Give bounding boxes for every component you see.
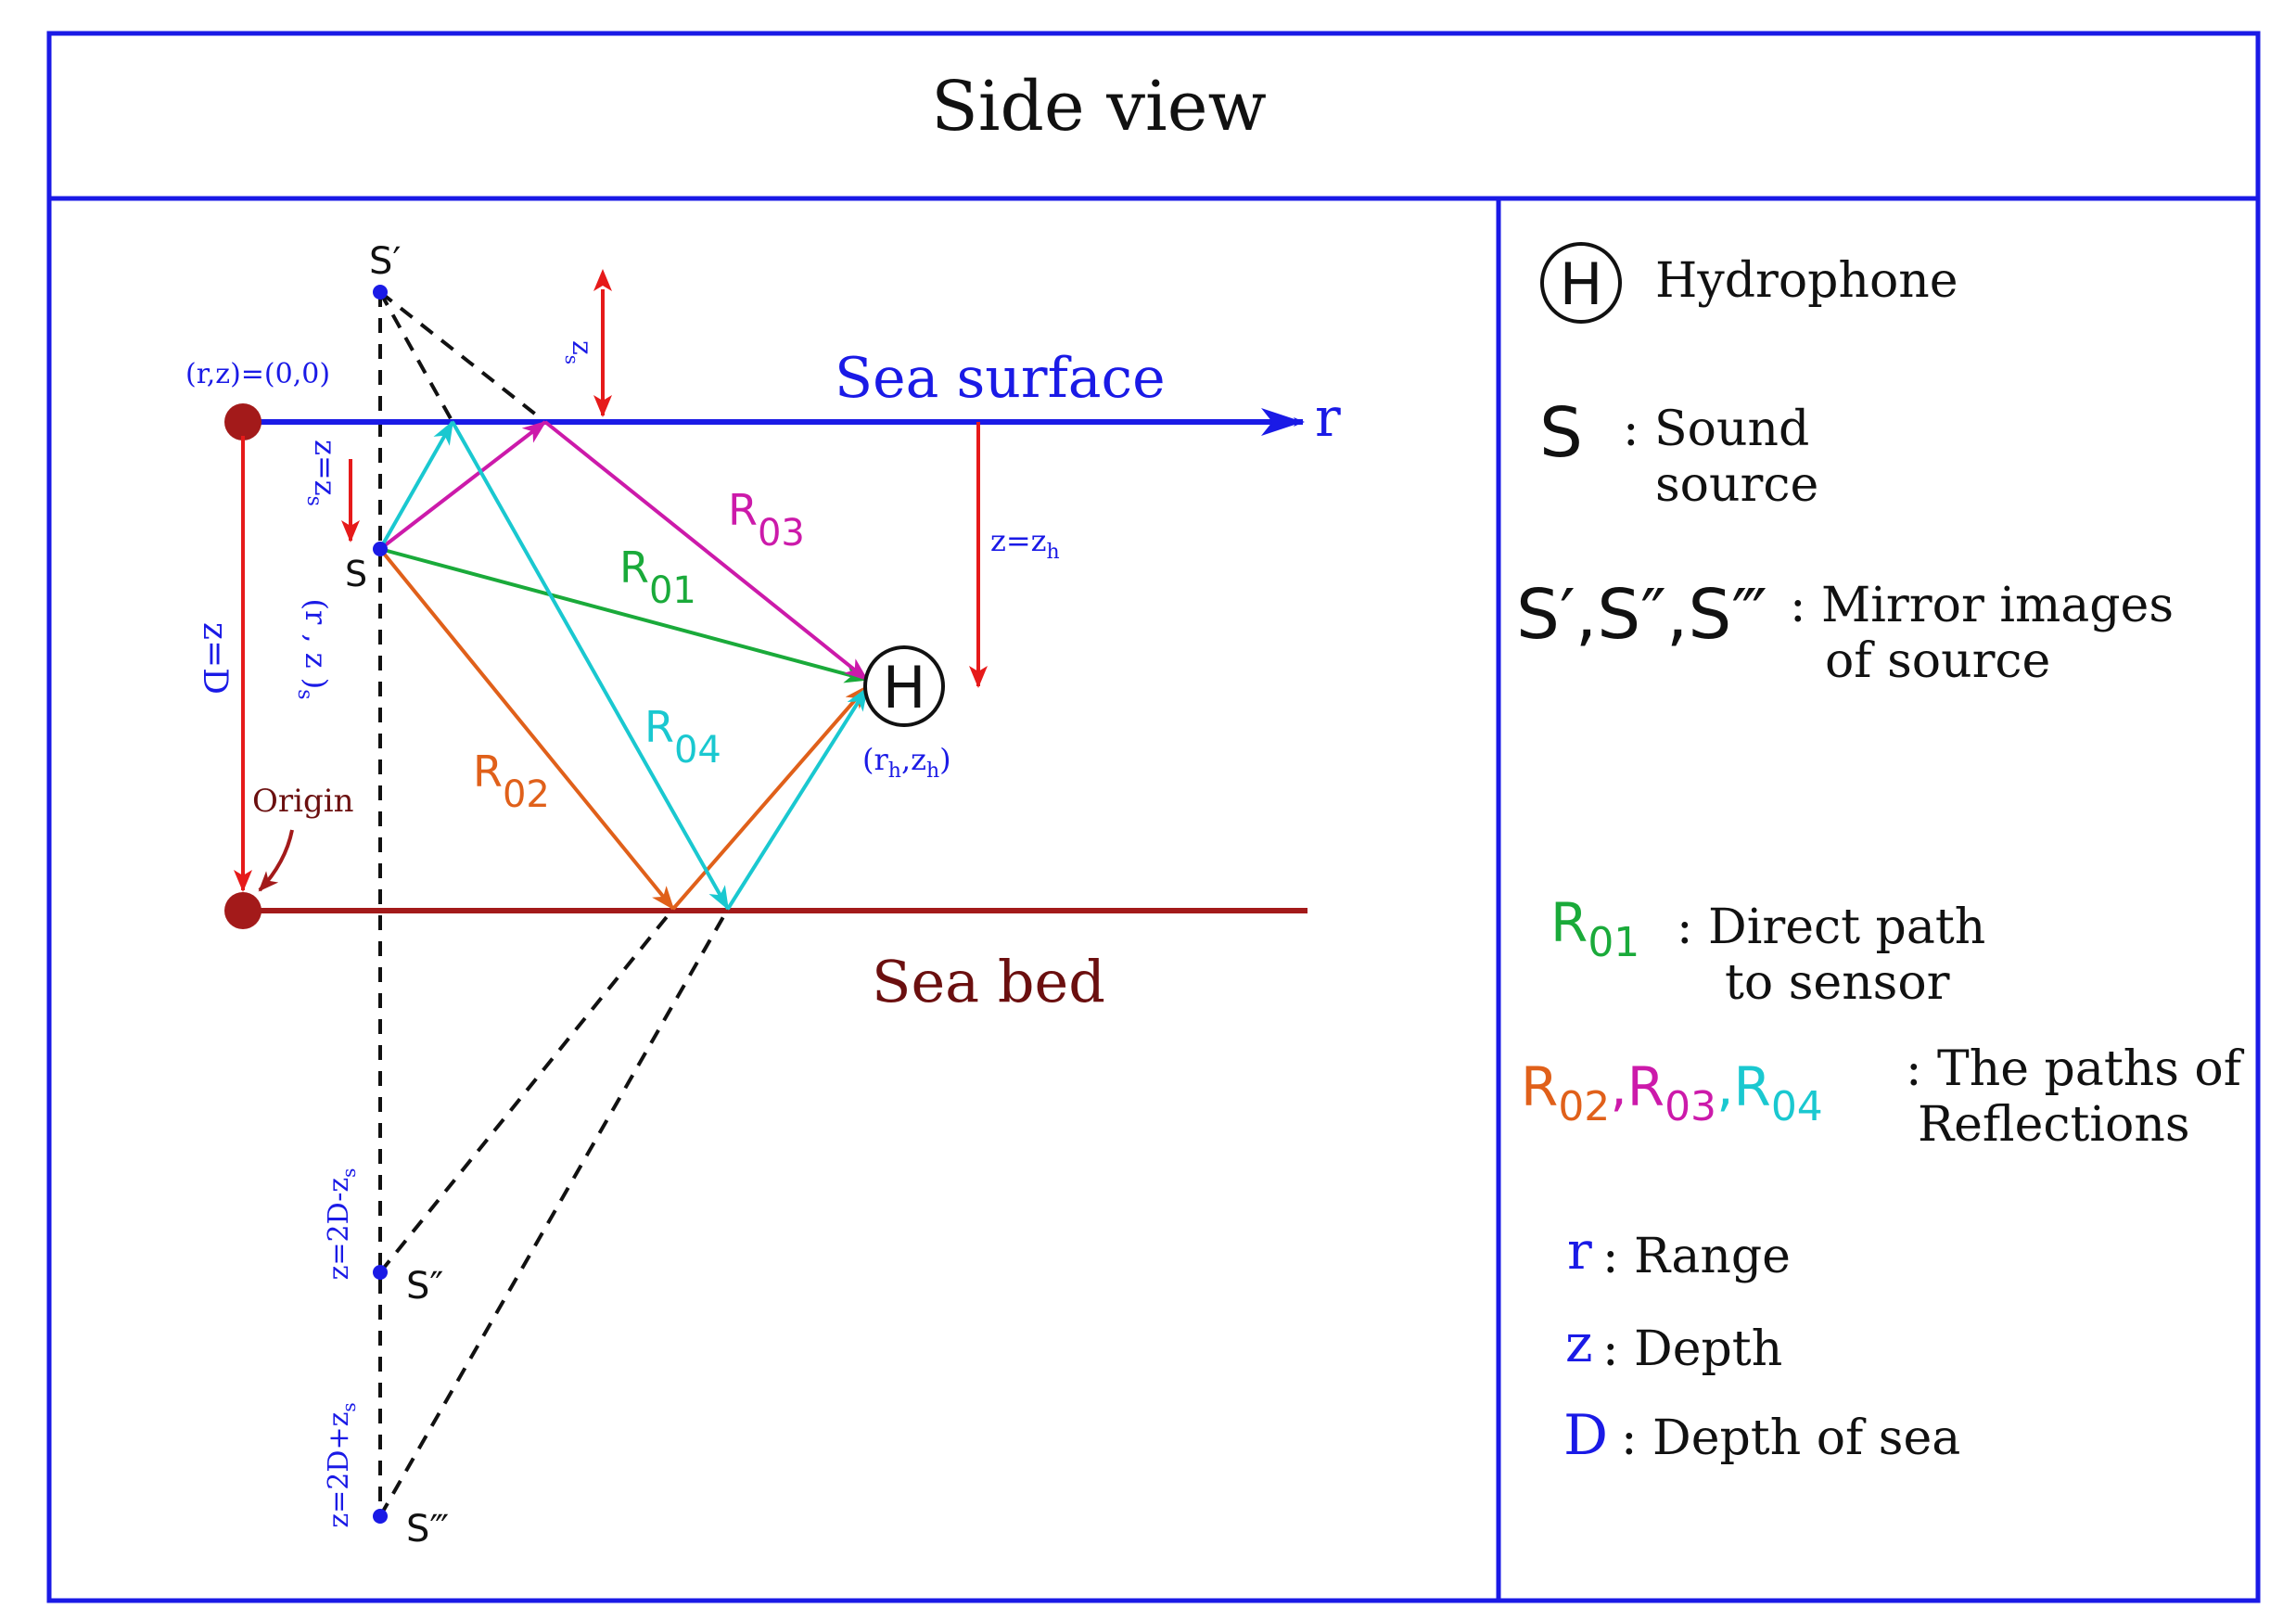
legend-depth-symbol: z (1565, 1314, 1593, 1374)
legend-source-symbol: S (1539, 393, 1583, 473)
depth-D-label: z=D (196, 622, 234, 695)
zs-top-label: zs (561, 340, 598, 364)
image1-to-r04-reflection (378, 291, 454, 423)
origin-pointer-arrow (258, 829, 294, 892)
origin-coordinate-label: (r,z)=(0,0) (185, 358, 330, 390)
legend-r01-line1: : Direct path (1677, 900, 1985, 955)
legend-r01-symbol: R01 (1550, 891, 1639, 966)
legend-source-line2: source (1655, 457, 1818, 513)
legend: H Hydrophone S : Sound source S′,S″,S‴ :… (1516, 242, 2245, 1468)
sea-bed-label: Sea bed (872, 948, 1105, 1015)
image1-label: S′ (369, 240, 401, 283)
legend-sea-depth-text: : Depth of sea (1621, 1410, 1960, 1466)
legend-reflection-symbols: R02,R03,R04 (1521, 1055, 1823, 1130)
source-coordinate-label: (r , z )s (293, 598, 334, 699)
range-axis-label: r (1315, 386, 1341, 449)
r04-path-up (378, 420, 454, 550)
legend-r01-line2: to sensor (1725, 955, 1950, 1011)
outer-frame (46, 31, 2261, 1603)
r03-label: R03 (728, 485, 805, 555)
source-dot (373, 542, 388, 556)
legend-mirror-line2: of source (1825, 633, 2050, 689)
legend-depth-text: : Depth (1602, 1321, 1782, 1377)
hydrophone-coord: (rh,zh) (862, 742, 951, 783)
image3-depth-label: z=2D+zs (323, 1402, 360, 1527)
zh-label: z=zh (990, 523, 1060, 564)
r04-label: R04 (644, 702, 721, 772)
legend-source-line1: : Sound (1623, 402, 1809, 457)
r02-path-down (378, 547, 675, 911)
legend-mirror-line1: : Mirror images (1790, 578, 2174, 633)
page-title: Side view (931, 67, 1267, 147)
legend-hydrophone-symbol: H (1560, 250, 1603, 318)
hydrophone-circle (863, 645, 945, 727)
r04-path-down (451, 421, 730, 911)
image1-to-r03-reflection (378, 290, 547, 424)
legend-mirror-symbols: S′,S″,S‴ (1516, 575, 1767, 655)
surface-origin-dot (224, 403, 261, 440)
image2-to-r02-reflection (378, 907, 675, 1274)
r03-path-up (378, 420, 547, 551)
legend-hydrophone-circle (1540, 242, 1622, 324)
r04-path-up-final (726, 686, 869, 911)
r02-label: R02 (473, 747, 550, 816)
image3-label: S‴ (406, 1508, 449, 1551)
legend-hydrophone-text: Hydrophone (1655, 253, 1958, 309)
origin-label: Origin (252, 783, 354, 820)
image2-label: S″ (406, 1265, 443, 1308)
legend-reflection-line1: : The paths of (1906, 1041, 2245, 1097)
legend-range-text: : Range (1602, 1229, 1791, 1284)
image3-to-r04-reflection (378, 908, 730, 1517)
r02-path-up (671, 684, 869, 911)
legend-range-symbol: r (1567, 1221, 1592, 1282)
image2-depth-label: z=2D-zs (323, 1168, 360, 1281)
seabed-origin-dot (224, 892, 261, 929)
zs-left-label: z=zs (302, 440, 343, 506)
image1-dot (373, 285, 388, 300)
r01-direct-path (379, 547, 869, 683)
r01-label: R01 (619, 542, 696, 612)
hydrophone-symbol: H (883, 654, 926, 721)
mirror-construction-lines (378, 290, 730, 1517)
r03-path-down (543, 420, 869, 682)
image2-dot (373, 1265, 388, 1280)
legend-reflection-line2: Reflections (1918, 1097, 2190, 1153)
sea-surface-label: Sea surface (835, 346, 1166, 411)
range-arrowhead (1261, 408, 1303, 436)
image3-dot (373, 1509, 388, 1524)
source-label: S (345, 554, 367, 594)
legend-sea-depth-symbol: D (1563, 1403, 1608, 1468)
